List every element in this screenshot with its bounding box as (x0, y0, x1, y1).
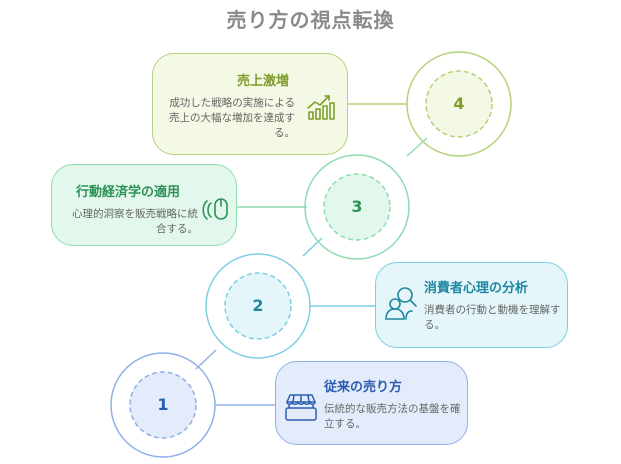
step-number-3: 3 (351, 197, 363, 216)
step-card-4: 売上激増 成功した戦略の実施による売上の大幅な増加を達成する。 (152, 53, 348, 155)
step-number-2: 2 (252, 296, 264, 315)
step-description-4: 成功した戦略の実施による売上の大幅な増加を達成する。 (169, 97, 295, 139)
step-card-3: 行動経済学の適用 心理的洞察を販売戦略に統合する。 (51, 164, 237, 246)
step-number-1: 1 (157, 395, 169, 414)
connector-3-4 (406, 137, 428, 157)
shop-sale-icon (285, 394, 317, 421)
step-circle-3 (304, 154, 410, 260)
user-search-icon (385, 287, 417, 320)
step-title-1: 従来の売り方 (324, 380, 403, 395)
mouse-click-icon (202, 198, 228, 220)
connector-2-3 (302, 237, 323, 257)
step-circle-2 (205, 253, 311, 359)
step-circle-4 (406, 51, 512, 157)
diagram-title: 売り方の視点転換 (226, 8, 395, 32)
step-description-3: 心理的洞察を販売戦略に統合する。 (72, 208, 198, 235)
step-description-1: 伝統的な販売方法の基盤を確立する。 (324, 403, 461, 430)
step-title-3: 行動経済学の適用 (76, 185, 181, 200)
step-card-1: 従来の売り方 伝統的な販売方法の基盤を確立する。 (275, 361, 468, 445)
step-title-4: 売上激増 (237, 74, 290, 89)
growth-chart-icon (307, 95, 335, 120)
step-description-2: 消費者の行動と動機を理解する。 (424, 304, 561, 331)
step-number-4: 4 (453, 94, 465, 113)
step-title-2: 消費者心理の分析 (424, 281, 529, 296)
step-circle-1 (110, 352, 216, 458)
connector-1-2 (195, 349, 217, 370)
step-card-2: 消費者心理の分析 消費者の行動と動機を理解する。 (375, 262, 568, 348)
